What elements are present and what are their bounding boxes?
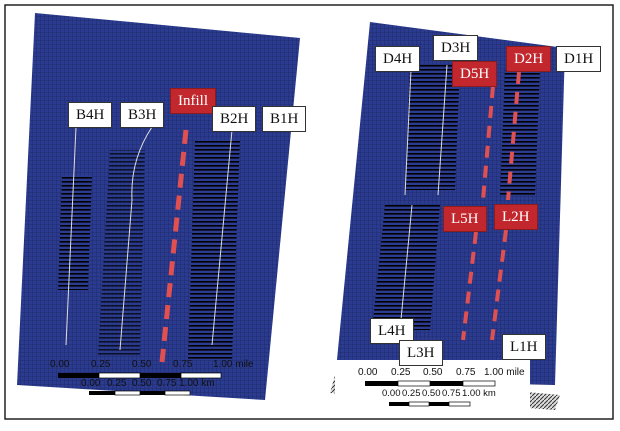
well-label-l2h: L2H (494, 204, 538, 230)
tick: 0.50 (423, 367, 443, 378)
tick: 0.25 (391, 367, 411, 378)
tick: 0.75 (157, 378, 177, 389)
well-label-d3h: D3H (433, 35, 479, 61)
well-label-l5h: L5H (443, 206, 487, 232)
well-l5h (461, 231, 478, 341)
left-scale-mile-bar (58, 372, 222, 379)
tick: 0.50 (132, 359, 152, 370)
well-label-b1h: B1H (262, 106, 307, 132)
well-label-infill: Infill (170, 88, 216, 114)
tick: 0.25 (91, 359, 111, 370)
right-scale-km-bar (389, 401, 471, 407)
well-d3h (437, 64, 448, 196)
well-label-d4h: D4H (375, 46, 421, 72)
figure-border (4, 4, 614, 420)
tick: 0.75 (173, 359, 193, 370)
well-l-line (399, 204, 413, 331)
tick: 0.75 (456, 367, 476, 378)
right-scale-mile-labels: 0.00 0.25 0.50 0.75 1.00 mile (358, 367, 525, 378)
d2h-frac-zone (500, 70, 540, 195)
tick: 0.00 (81, 378, 101, 389)
tick: 0.50 (132, 378, 152, 389)
well-label-b2h: B2H (212, 106, 257, 132)
tick: 0.00 (50, 359, 70, 370)
tick: 0.00 (358, 367, 378, 378)
well-label-l4h: L4H (370, 318, 414, 344)
well-label-d1h: D1H (556, 46, 602, 72)
well-label-d2h: D2H (506, 46, 552, 72)
well-label-l1h: L1H (502, 334, 546, 360)
tick: 1.00 km (179, 378, 215, 389)
left-grid (17, 13, 300, 400)
tick: 1.00 mile (213, 359, 254, 370)
tick: 0.50 (422, 388, 441, 399)
tick: 0.00 (382, 388, 401, 399)
well-d4h (404, 69, 412, 196)
well-d2h (506, 71, 521, 201)
left-scale-mile-labels: 0.00 0.25 0.50 0.75 1.00 mile (50, 359, 254, 370)
tick: 0.25 (107, 378, 127, 389)
well-label-b4h: B4H (68, 102, 113, 128)
tick: 0.25 (402, 388, 421, 399)
well-b3h (119, 126, 153, 351)
well-label-l3h: L3H (399, 340, 443, 366)
tick: 1.00 mile (484, 367, 525, 378)
well-infill (159, 129, 189, 363)
well-label-d5h: D5H (452, 61, 498, 87)
left-scale-km-bar (89, 390, 191, 396)
right-scale-mile-bar (365, 380, 496, 387)
b4h-frac-zone (58, 175, 92, 290)
tick: 1.00 km (462, 388, 496, 399)
tick: 0.75 (442, 388, 461, 399)
well-label-b3h: B3H (120, 102, 165, 128)
well-b4h (65, 126, 77, 346)
b3h-frac-zone (98, 150, 145, 355)
well-b2h (211, 129, 233, 346)
b2h-frac-zone (188, 140, 240, 360)
